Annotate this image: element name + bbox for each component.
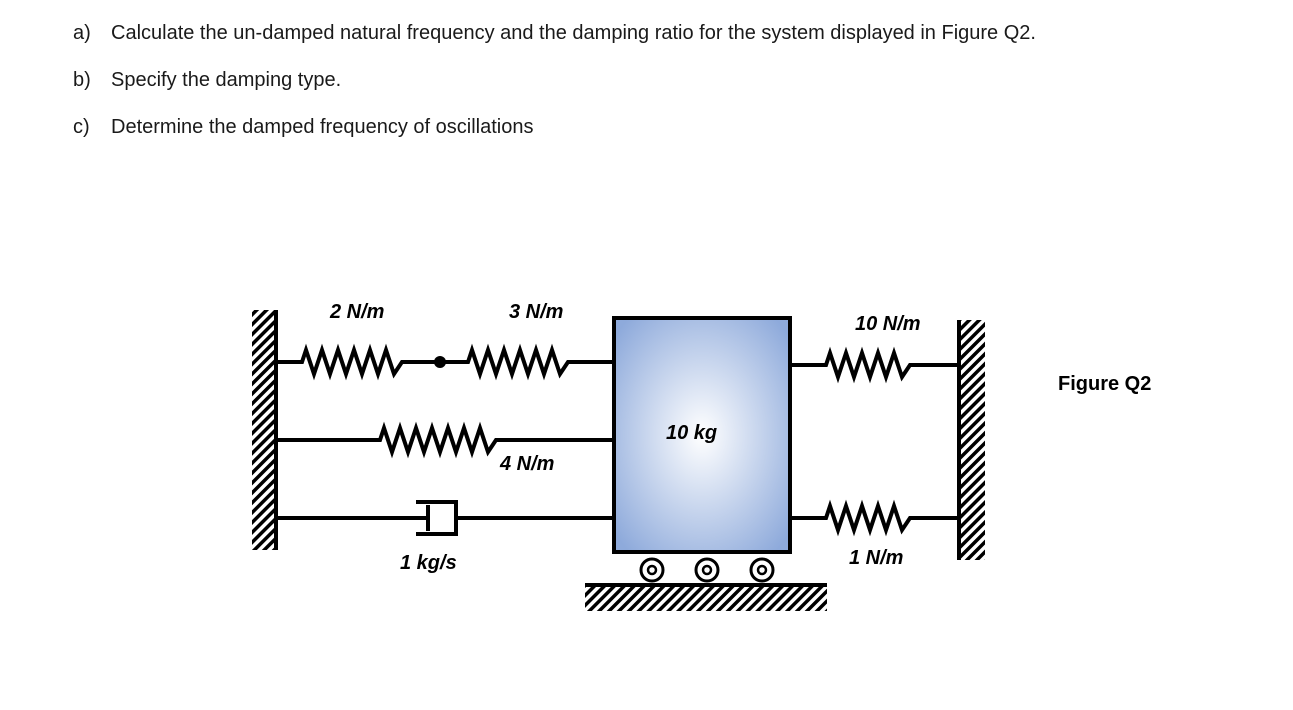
right-wall-hatch <box>961 320 985 560</box>
spring-1nm <box>790 499 959 537</box>
label-spring-10nm: 10 N/m <box>855 313 921 335</box>
question-a-label: a) <box>73 22 91 44</box>
question-c-text: Determine the damped frequency of oscill… <box>111 116 534 138</box>
label-spring-3nm: 3 N/m <box>509 301 563 323</box>
spring-10nm <box>790 346 959 384</box>
spring-4nm <box>276 421 614 459</box>
question-c: c) Determine the damped frequency of osci… <box>73 116 533 139</box>
question-a-text: Calculate the un-damped natural frequenc… <box>111 22 1036 44</box>
figure-caption: Figure Q2 <box>1058 373 1151 395</box>
left-wall-hatch <box>252 310 274 550</box>
spring-2nm <box>276 343 440 381</box>
question-b: b) Specify the damping type. <box>73 69 341 92</box>
spring-3nm <box>440 343 614 381</box>
wheel <box>639 557 665 583</box>
question-c-label: c) <box>73 116 90 138</box>
label-spring-4nm: 4 N/m <box>499 453 554 475</box>
wheel <box>694 557 720 583</box>
mass-block <box>612 316 792 554</box>
label-spring-1nm: 1 N/m <box>849 547 903 569</box>
question-b-text: Specify the damping type. <box>111 69 342 91</box>
question-a: a) Calculate the un-damped natural freque… <box>73 22 1036 45</box>
damper-1kgs <box>276 500 614 536</box>
ground-hatch <box>585 585 827 611</box>
wheel <box>749 557 775 583</box>
question-b-label: b) <box>73 69 91 91</box>
wheels <box>639 557 775 583</box>
label-damper: 1 kg/s <box>400 552 457 574</box>
label-mass: 10 kg <box>666 422 717 444</box>
label-spring-2nm: 2 N/m <box>329 301 384 323</box>
